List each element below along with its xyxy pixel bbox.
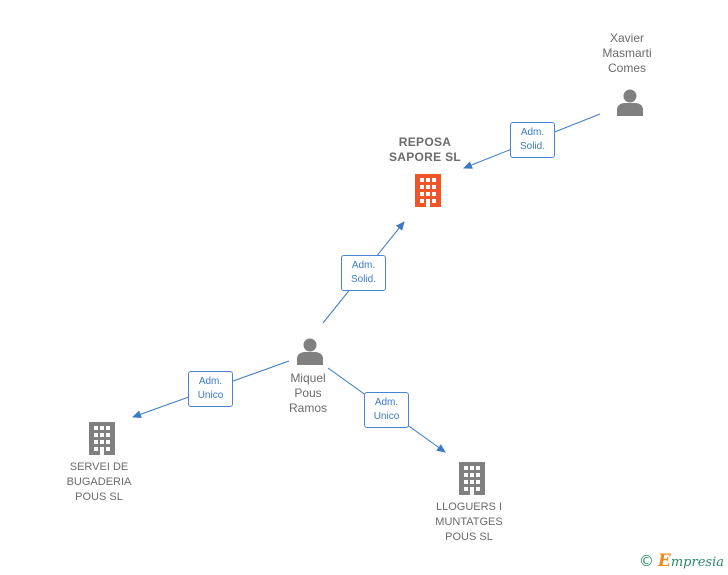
brand-logo[interactable]: Empresia [657, 551, 724, 571]
copyright-icon: © [638, 552, 654, 570]
edge-label-miquel-lloguers: Adm. Unico [364, 392, 409, 428]
brand-footer: © Empresia [639, 551, 724, 571]
company-name-lloguers[interactable]: LLOGUERS I MUNTATGES POUS SL [435, 501, 503, 543]
building-icon[interactable] [456, 461, 488, 495]
building-icon[interactable] [412, 173, 444, 207]
person-name-xavier[interactable]: Xavier Masmarti Comes [602, 31, 652, 75]
edge-label-xavier-reposa: Adm. Solid. [510, 122, 555, 158]
building-icon[interactable] [86, 421, 118, 455]
edge-label-miquel-reposa: Adm. Solid. [341, 255, 386, 291]
person-name-miquel[interactable]: Miquel Pous Ramos [288, 371, 327, 415]
edge-label-miquel-servei: Adm. Unico [188, 371, 233, 407]
person-icon[interactable] [615, 88, 645, 116]
person-icon[interactable] [295, 337, 325, 365]
company-name-servei[interactable]: SERVEI DE BUGADERIA POUS SL [66, 461, 132, 503]
company-name-reposa[interactable]: REPOSA SAPORE SL [388, 135, 462, 164]
